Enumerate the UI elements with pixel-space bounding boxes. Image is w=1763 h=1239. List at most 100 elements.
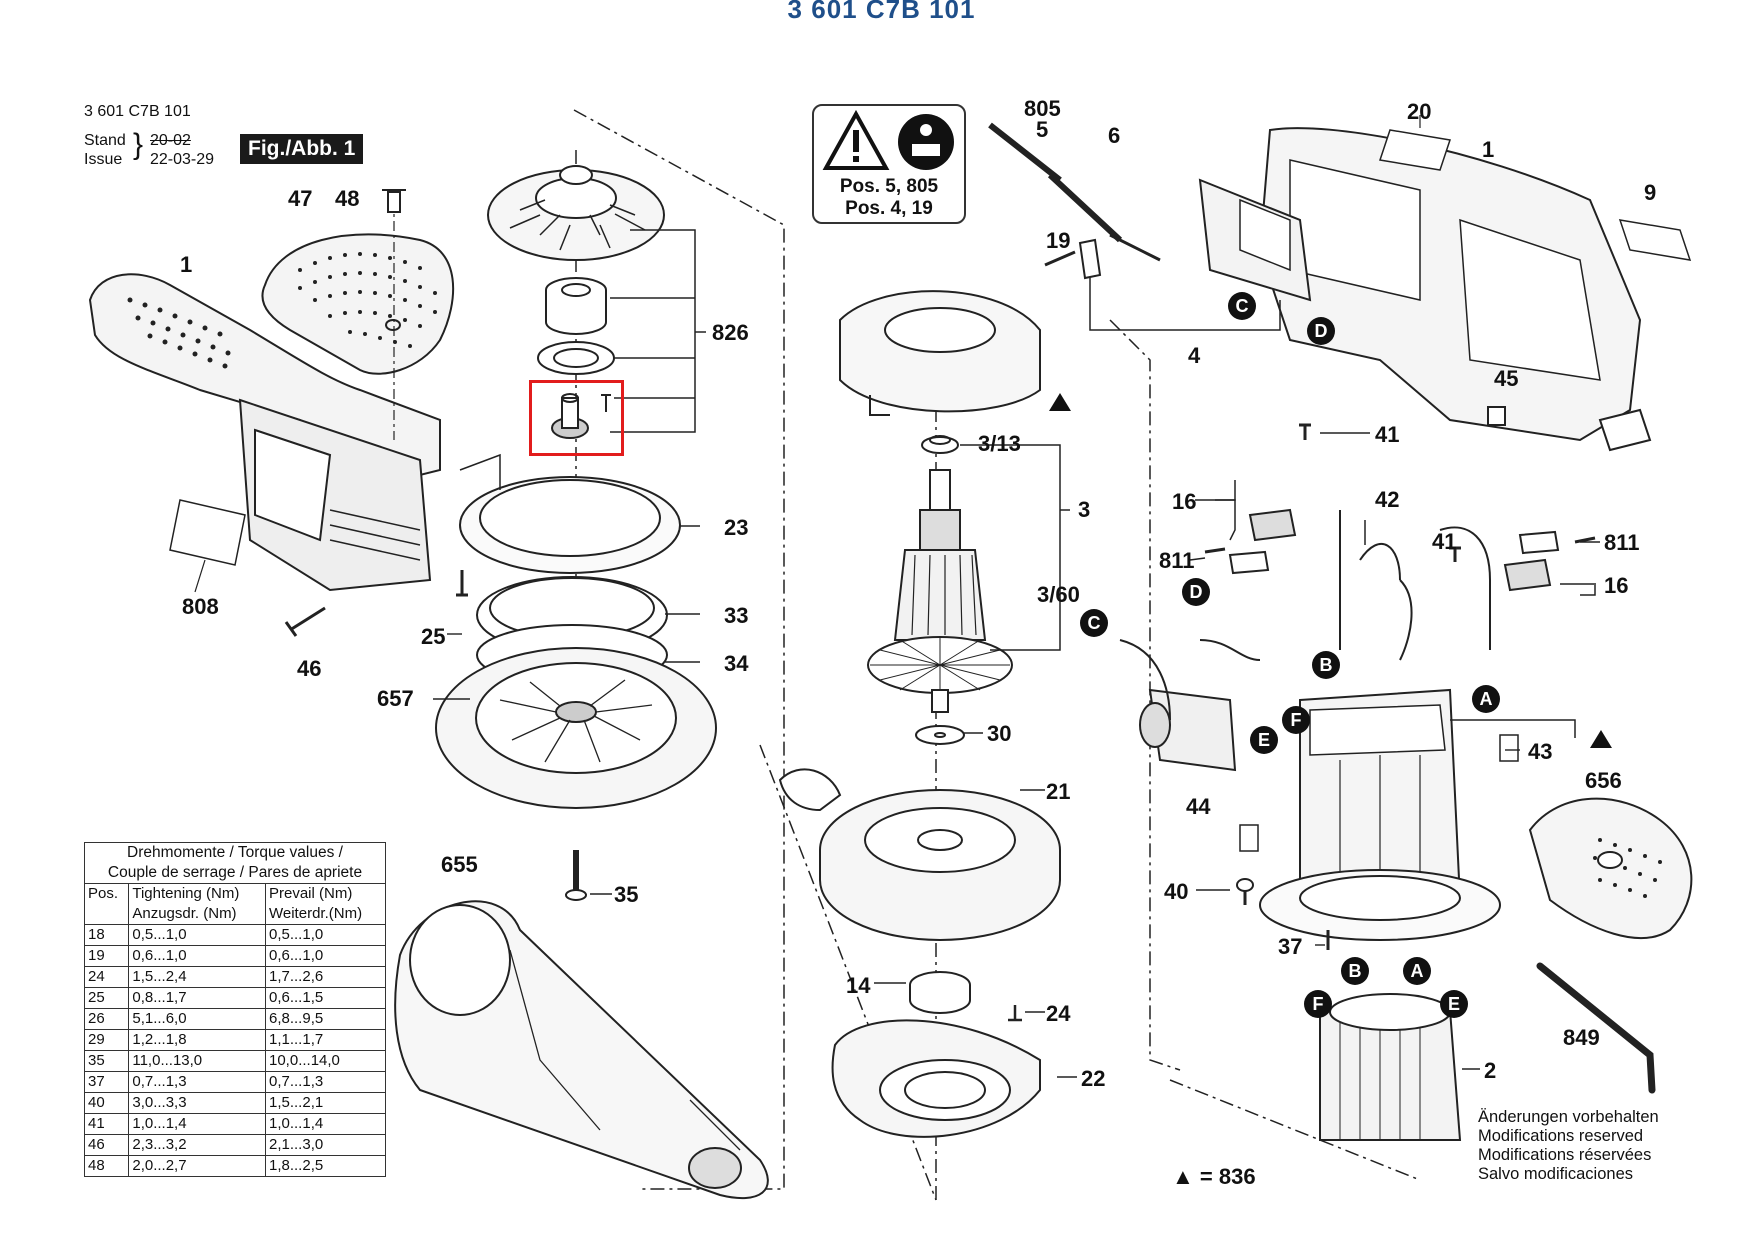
issue-label: Issue [84,151,123,168]
table-cell-prevail: 0,5...1,0 [265,924,386,946]
warning-line-2: Pos. 4, 19 [845,198,933,219]
col-header-anzugsdr: Anzugsdr. (Nm) [128,904,266,925]
table-cell-pos: 35 [83,1050,130,1072]
dust-box-655 [394,900,769,1200]
table-cell-prevail: 0,6...1,0 [265,945,386,967]
marker-triangle [1590,730,1612,748]
callout-14: 14 [846,973,871,998]
callout-44: 44 [1186,794,1211,819]
table-cell-tightening: 1,5...2,4 [128,966,266,988]
torque-table: Drehmomente / Torque values / Couple de … [83,842,386,1177]
callout-21: 21 [1046,779,1071,804]
callout-41-mid: 41 [1432,529,1457,554]
figure-label: Fig./Abb. 1 [240,134,364,164]
table-cell-pos: 46 [83,1134,130,1156]
table-cell-pos: 19 [83,945,130,967]
dust-cover-47 [261,233,455,375]
callout-20: 20 [1407,99,1432,124]
table-cell-pos: 41 [83,1113,130,1135]
callout-19: 19 [1046,228,1071,253]
table-cell-pos: 18 [83,924,130,946]
callout-811-right: 811 [1604,530,1640,555]
connector-b-cable: B [1312,651,1340,679]
callout-42: 42 [1375,487,1400,512]
warning-box: Pos. 5, 805 Pos. 4, 19 [812,104,966,224]
base-cover-22 [831,1019,1041,1138]
callout-43: 43 [1528,739,1553,764]
callout-811-left: 811 [1159,548,1195,573]
battery-part-656 [1528,797,1693,939]
read-manual-icon [898,114,954,170]
callout-45: 45 [1494,366,1519,391]
table-cell-tightening: 5,1...6,0 [128,1008,266,1030]
housing-part-1 [1258,127,1652,452]
callout-4: 4 [1188,343,1201,368]
page-title: 3 601 C7B 101 [787,0,976,24]
table-cell-tightening: 0,8...1,7 [128,987,266,1009]
part-number: 3 601 C7B 101 [84,103,191,120]
table-cell-pos: 48 [83,1155,130,1177]
callout-1-handle: 1 [180,252,193,277]
col-header-tightening: Tightening (Nm) [128,883,266,904]
table-cell-pos: 24 [83,966,130,988]
switch-part-4 [1198,178,1312,302]
callout-849: 849 [1563,1025,1600,1050]
callout-5: 5 [1036,117,1049,142]
warning-line-1: Pos. 5, 805 [839,176,939,197]
connector-d-cable: D [1182,578,1210,606]
callout-16-left: 16 [1172,489,1197,514]
callout-2: 2 [1484,1058,1497,1083]
callout-25: 25 [421,624,446,649]
callout-6: 6 [1108,123,1121,148]
table-cell-tightening: 3,0...3,3 [128,1092,266,1114]
callout-34: 34 [724,651,749,676]
note-es: Salvo modificaciones [1478,1165,1633,1183]
connector-a-cable: A [1472,685,1500,713]
eccentric-part [551,393,611,439]
callout-48: 48 [335,186,360,211]
callout-24: 24 [1046,1001,1071,1026]
highlight-box [529,380,624,456]
callout-46: 46 [297,656,322,681]
note-de: Änderungen vorbehalten [1478,1108,1659,1126]
col-header-pos: Pos. [83,883,130,904]
table-cell-pos: 25 [83,987,130,1009]
handle-part-1 [88,273,441,592]
table-cell-prevail: 1,8...2,5 [265,1155,386,1177]
motor-housing-part [1259,688,1501,941]
callout-3: 3 [1078,497,1091,522]
callout-3-60: 3/60 [1037,582,1080,607]
table-cell-prevail: 1,1...1,7 [265,1029,386,1051]
torque-table-title-2: Couple de serrage / Pares de apriete [84,863,386,884]
bearing-part [545,277,607,335]
table-cell-tightening: 1,0...1,4 [128,1113,266,1135]
marker-triangle [1049,393,1071,411]
connector-b-stator: B [1341,957,1369,985]
connector-e-stator: E [1440,990,1468,1018]
callout-30: 30 [987,721,1012,746]
armature-part [867,469,1013,713]
connector-f-cable: F [1282,706,1310,734]
stand-label: Stand [84,132,126,149]
table-cell-tightening: 0,6...1,0 [128,945,266,967]
callout-655: 655 [441,852,478,877]
callout-35: 35 [614,882,639,907]
connector-c-cable: C [1080,609,1108,637]
callout-805: 805 [1024,96,1061,121]
connector-d-switch: D [1307,317,1335,345]
table-cell-prevail: 1,5...2,1 [265,1092,386,1114]
gear-housing-21 [778,768,1061,941]
callout-16-right: 16 [1604,573,1629,598]
stator-part-2 [1319,993,1462,1141]
table-cell-prevail: 2,1...3,0 [265,1134,386,1156]
note-fr: Modifications réservées [1478,1146,1652,1164]
